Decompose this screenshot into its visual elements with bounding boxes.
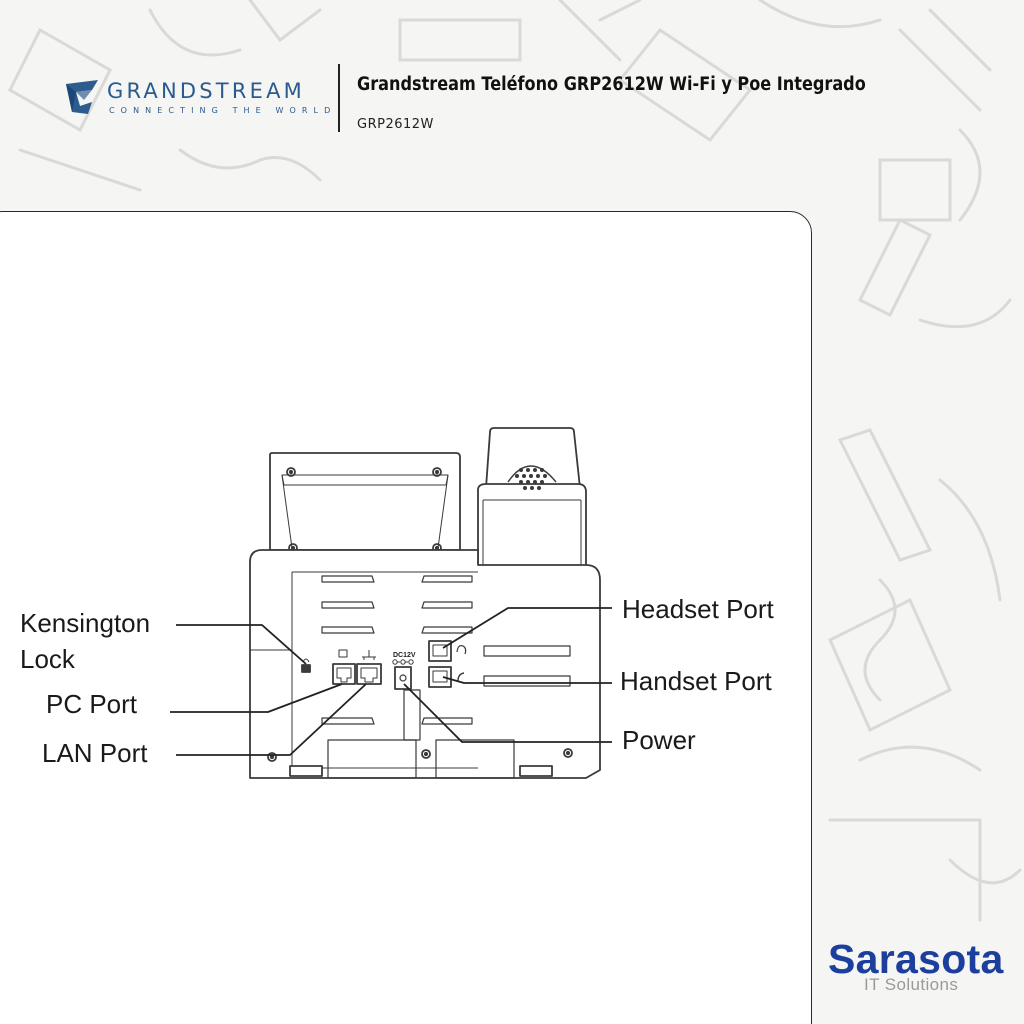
grandstream-emblem-icon [66, 80, 98, 114]
leader-pc-port [170, 683, 343, 713]
leader-kensington [176, 624, 307, 665]
leader-headset-port [442, 607, 612, 649]
grandstream-logo: GRANDSTREAM CONNECTING THE WORLD [62, 76, 332, 118]
power-jack [392, 659, 414, 690]
base-screw [421, 749, 431, 759]
label-kensington: Kensington Lock [20, 605, 150, 677]
phone-foot [289, 765, 323, 777]
base-recess [435, 739, 515, 779]
leader-power [403, 683, 612, 743]
base-screw [563, 748, 573, 758]
label-kensington-line1: Kensington [20, 608, 151, 638]
product-title: Grandstream Teléfono GRP2612W Wi-Fi y Po… [357, 74, 866, 95]
sarasota-logo: Sarasota [828, 936, 1004, 982]
label-headset-port: Headset Port [622, 594, 774, 624]
pc-port [332, 649, 356, 685]
label-handset-port: Handset Port [620, 666, 772, 696]
phone-foot [519, 765, 553, 777]
brand-name: GRANDSTREAM [107, 79, 305, 103]
label-kensington-line2: Lock [20, 644, 75, 674]
phone-base [249, 549, 601, 779]
lan-port [356, 650, 382, 685]
label-power: Power [622, 725, 696, 755]
handset-speaker-grille [515, 468, 547, 490]
handset-port [428, 666, 465, 688]
brand-tagline: CONNECTING THE WORLD [109, 106, 337, 115]
label-pc-port: PC Port [46, 689, 138, 719]
product-model: GRP2612W [357, 117, 434, 132]
header-divider [338, 64, 340, 132]
cable-slots [321, 575, 571, 741]
leader-lan-port [176, 683, 367, 756]
label-lan-port: LAN Port [42, 738, 148, 768]
base-recess [327, 739, 417, 779]
leader-handset-port [442, 676, 612, 684]
stand-screw [286, 467, 296, 477]
stand-screw [432, 467, 442, 477]
sarasota-subtitle: IT Solutions [864, 975, 959, 994]
power-jack-label: DC12V [393, 652, 416, 659]
phone-stand [269, 452, 461, 551]
